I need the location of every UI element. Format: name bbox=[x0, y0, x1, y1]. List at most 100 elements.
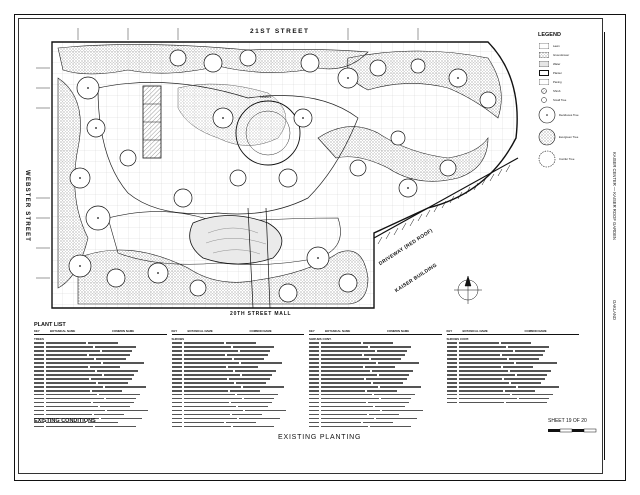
plant-list-row bbox=[34, 353, 167, 357]
legend-item: Water bbox=[538, 59, 594, 68]
plant-list-section: SHRUBS CONT. bbox=[446, 337, 470, 341]
plant-list-row bbox=[446, 361, 580, 365]
legend-item: Groundcover bbox=[538, 50, 594, 59]
plant-list-row bbox=[171, 381, 305, 385]
drawing-sheet-border bbox=[14, 14, 626, 481]
shrub-symbol-icon bbox=[538, 87, 550, 94]
plant-list-row bbox=[34, 389, 167, 393]
plant-list-row bbox=[309, 341, 442, 345]
plant-list-row bbox=[446, 345, 580, 349]
drawing-inner-border bbox=[18, 18, 603, 474]
conifer-tree-symbol-icon bbox=[538, 150, 556, 168]
title-block: KAISER CENTER — KAISER ROOF GARDEN OAKLA… bbox=[604, 32, 621, 460]
plant-list-row bbox=[171, 389, 305, 393]
lawn-swatch-icon bbox=[538, 42, 550, 49]
plant-list-row bbox=[171, 361, 305, 365]
plant-list-row bbox=[446, 389, 580, 393]
plant-list-row bbox=[171, 349, 305, 353]
plant-list-row bbox=[171, 377, 305, 381]
legend-item: Planter bbox=[538, 68, 594, 77]
plant-list-row bbox=[309, 381, 442, 385]
existing-conditions-heading: EXISTING CONDITIONS bbox=[34, 418, 96, 424]
plant-list-rows bbox=[34, 341, 167, 428]
title-block-project: KAISER CENTER — KAISER ROOF GARDEN bbox=[612, 152, 617, 240]
plant-list-rows bbox=[171, 341, 305, 429]
plant-list-row bbox=[171, 409, 305, 413]
plant-list-row bbox=[34, 369, 167, 373]
lawn-label: LAWN bbox=[260, 95, 272, 99]
plant-list-row bbox=[446, 357, 580, 361]
plant-list-row bbox=[34, 365, 167, 369]
plant-list-row bbox=[309, 385, 442, 389]
kaiser-building-edge bbox=[373, 157, 519, 239]
plant-list-row bbox=[446, 373, 580, 377]
plant-list-row bbox=[34, 357, 167, 361]
plant-list-row bbox=[171, 405, 305, 409]
plant-list-row bbox=[171, 369, 305, 373]
groundcover-swatch-icon bbox=[538, 51, 550, 58]
street-label-west: WEBSTER STREET bbox=[24, 170, 30, 243]
plant-list-row bbox=[171, 425, 305, 429]
plant-list-row bbox=[309, 353, 442, 357]
plant-list-section: TREES bbox=[34, 337, 45, 341]
central-walk bbox=[247, 207, 271, 309]
north-arrow-icon bbox=[454, 275, 482, 304]
tree-centers bbox=[79, 77, 459, 274]
legend-item: Evergreen Tree bbox=[538, 126, 594, 148]
plant-list-row bbox=[309, 345, 442, 349]
plant-list-row bbox=[171, 385, 305, 389]
plant-list-row bbox=[446, 341, 580, 345]
plant-list-row bbox=[309, 369, 442, 373]
plant-list-row bbox=[309, 373, 442, 377]
plant-list-row bbox=[171, 417, 305, 421]
paving-swatch-icon bbox=[538, 78, 550, 85]
plant-list-row bbox=[171, 401, 305, 405]
plant-list-row bbox=[309, 349, 442, 353]
plant-list-row bbox=[34, 373, 167, 377]
plant-list-row bbox=[171, 353, 305, 357]
plant-list-row bbox=[446, 401, 580, 405]
plant-list-section: SHRUBS CONT. bbox=[309, 337, 332, 341]
lawn-area-main bbox=[97, 82, 359, 215]
plant-list-row bbox=[171, 345, 305, 349]
sheet-number: SHEET 19 OF 20 bbox=[548, 418, 587, 424]
plant-list-row bbox=[34, 413, 167, 417]
title-block-city: OAKLAND bbox=[612, 300, 617, 321]
plant-list-row bbox=[309, 389, 442, 393]
plant-list-rows bbox=[446, 341, 580, 405]
central-circle-inner bbox=[245, 110, 291, 156]
plant-list-row bbox=[34, 401, 167, 405]
plant-list-row bbox=[34, 405, 167, 409]
plant-list-row bbox=[34, 397, 167, 401]
plant-list-row bbox=[171, 373, 305, 377]
plant-list-row bbox=[34, 421, 167, 425]
legend: LEGEND Lawn Groundcover Water Planter Pa… bbox=[538, 32, 594, 170]
plant-list-row bbox=[446, 377, 580, 381]
plant-list-row bbox=[446, 349, 580, 353]
evergreen-tree-symbol-icon bbox=[538, 128, 556, 146]
lawn-area-south bbox=[107, 211, 341, 265]
plant-list-row bbox=[446, 369, 580, 373]
plant-list-row bbox=[309, 409, 442, 413]
plant-list-row bbox=[171, 357, 305, 361]
plant-list-row bbox=[446, 381, 580, 385]
perimeter-plant-tags bbox=[36, 28, 419, 279]
plant-list-row bbox=[34, 381, 167, 385]
plant-list-row bbox=[34, 377, 167, 381]
plant-list-section: SHRUBS bbox=[171, 337, 185, 341]
planter-swatch-icon bbox=[538, 69, 550, 76]
pool-water bbox=[189, 215, 283, 265]
plant-list-row bbox=[309, 425, 442, 429]
plant-list-row bbox=[34, 417, 167, 421]
plant-list-row bbox=[171, 393, 305, 397]
legend-title: LEGEND bbox=[538, 32, 561, 38]
legend-item: Deciduous Tree bbox=[538, 104, 594, 126]
plant-list-row bbox=[309, 417, 442, 421]
plant-list-row bbox=[34, 385, 167, 389]
